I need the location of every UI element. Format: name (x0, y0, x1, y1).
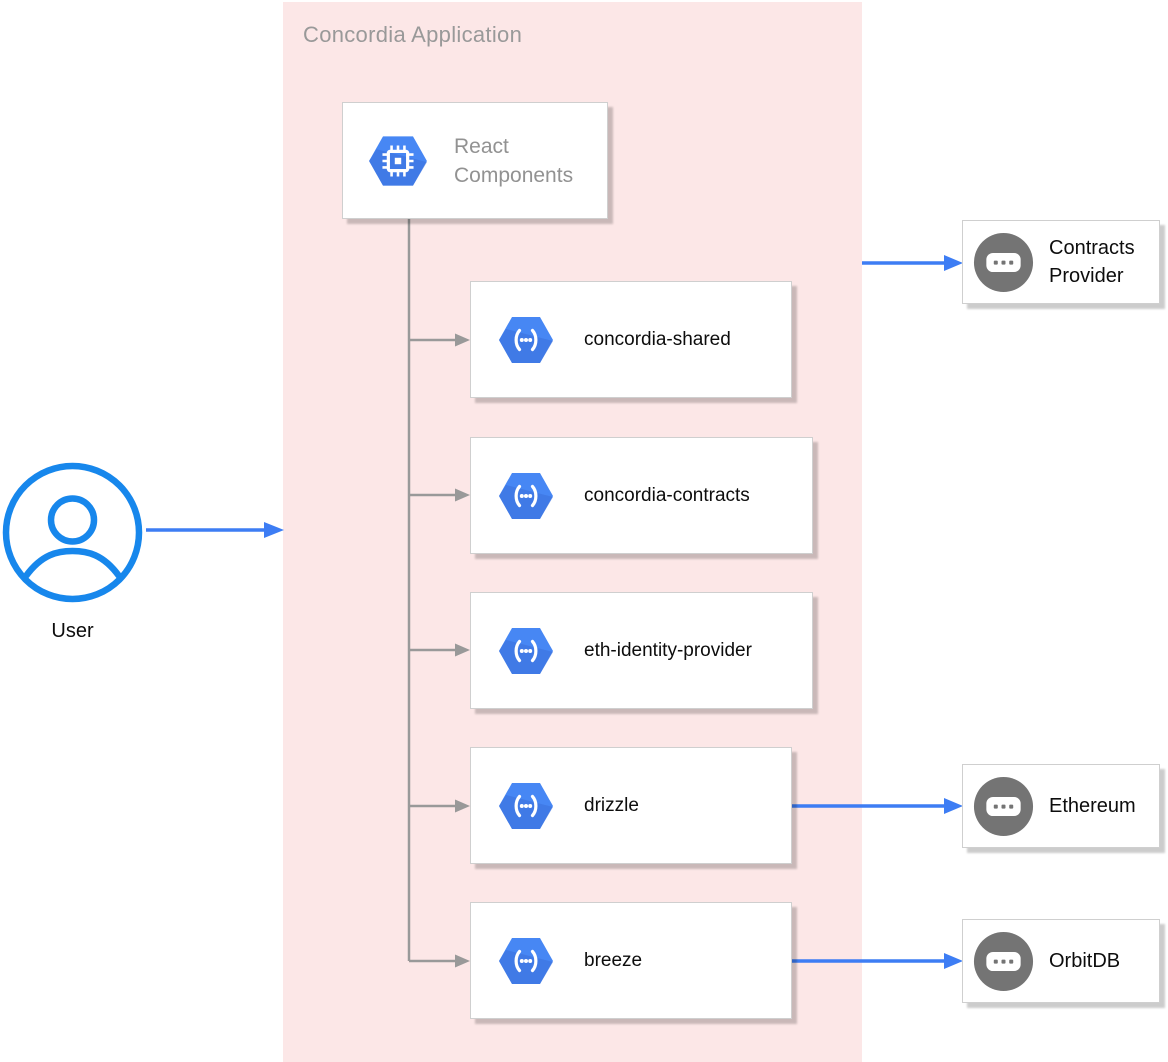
react-components-label: React Components (454, 134, 574, 187)
user-label: User (51, 620, 94, 642)
arrow-application-to-contracts-provider (862, 255, 963, 271)
external-label: OrbitDB (1049, 950, 1121, 972)
code-hexagon-icon (499, 316, 553, 363)
container-title: Concordia Application (303, 22, 523, 47)
external-label: Contracts Provider (1049, 237, 1135, 287)
module-label: breeze (584, 949, 643, 971)
node-ethereum[interactable]: Ethereum (962, 764, 1160, 848)
node-breeze[interactable]: breeze (470, 902, 792, 1019)
node-concordia-contracts[interactable]: concordia-contracts (470, 437, 813, 554)
module-label: eth-identity-provider (584, 639, 752, 661)
node-contracts-provider[interactable]: Contracts Provider (962, 220, 1160, 304)
user-actor[interactable]: User (2, 462, 143, 643)
arrow-user-to-application (146, 522, 284, 538)
code-hexagon-icon (499, 782, 553, 829)
code-hexagon-icon (499, 937, 553, 984)
module-label: concordia-contracts (584, 484, 750, 506)
service-circle-icon (973, 232, 1034, 292)
service-circle-icon (973, 776, 1034, 836)
user-circle-icon (2, 462, 143, 603)
node-drizzle[interactable]: drizzle (470, 747, 792, 864)
chip-hexagon-icon (369, 135, 427, 186)
external-label: Ethereum (1049, 795, 1136, 817)
node-react-components[interactable]: React Components (342, 102, 608, 219)
code-hexagon-icon (499, 627, 553, 674)
node-concordia-shared[interactable]: concordia-shared (470, 281, 792, 398)
service-circle-icon (973, 931, 1034, 991)
node-eth-identity-provider[interactable]: eth-identity-provider (470, 592, 813, 709)
code-hexagon-icon (499, 472, 553, 519)
module-label: concordia-shared (584, 328, 731, 350)
module-label: drizzle (584, 794, 639, 816)
node-orbitdb[interactable]: OrbitDB (962, 919, 1160, 1003)
